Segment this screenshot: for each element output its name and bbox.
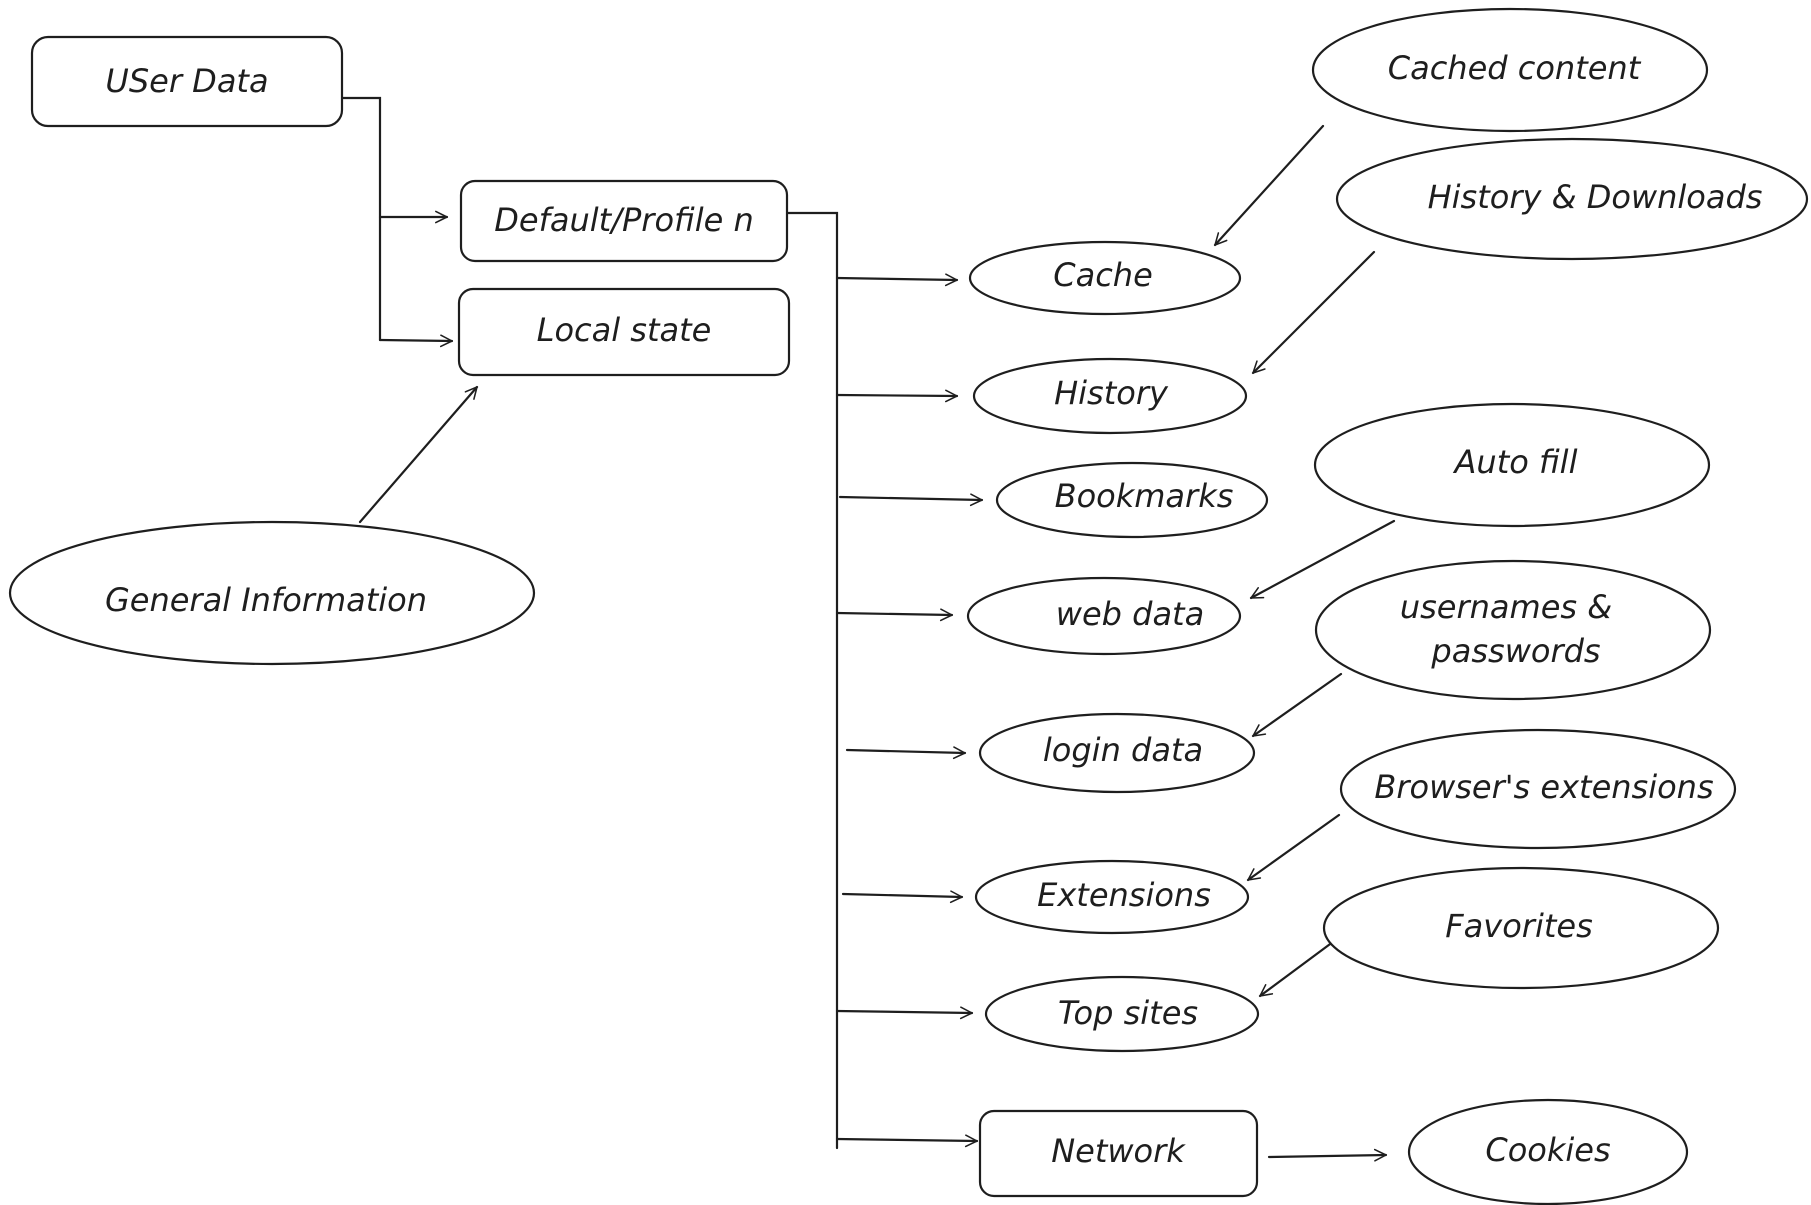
node-favorites-label: Favorites <box>1445 907 1592 945</box>
edge-default-profile-to-top-sites <box>835 1006 974 1020</box>
node-network: Network <box>978 1109 1259 1198</box>
node-browsers-extensions: Browser's extensions <box>1339 728 1737 850</box>
node-browsers-extensions-label: Browser's extensions <box>1374 768 1713 806</box>
edge-user-data-to-local-state <box>378 334 454 348</box>
node-favorites: Favorites <box>1322 866 1720 990</box>
node-web-data: web data <box>966 576 1242 656</box>
node-history-label: History <box>1054 374 1169 412</box>
node-cache-label: Cache <box>1053 256 1153 294</box>
edge-default-profile-to-history <box>835 389 959 403</box>
edge-default-profile-to-network <box>835 1134 979 1148</box>
node-history-downloads: History & Downloads <box>1335 137 1809 261</box>
node-history: History <box>972 357 1248 435</box>
node-extensions: Extensions <box>974 859 1250 935</box>
edge-usernames-passwords-to-login-data <box>1251 672 1343 738</box>
node-general-information-label: General Information <box>105 581 427 619</box>
node-top-sites: Top sites <box>984 975 1260 1053</box>
edge-default-profile-to-extensions <box>841 890 964 904</box>
node-general-information: General Information <box>8 520 536 666</box>
node-cookies-label: Cookies <box>1485 1131 1610 1169</box>
node-top-sites-label: Top sites <box>1058 994 1198 1032</box>
node-login-data-label: login data <box>1043 731 1203 769</box>
node-cache: Cache <box>968 240 1242 316</box>
edge-default-profile-to-login-data <box>845 746 967 760</box>
node-usernames-passwords: usernames & passwords <box>1314 559 1712 701</box>
node-cookies: Cookies <box>1407 1098 1689 1205</box>
node-auto-fill: Auto fill <box>1313 402 1711 528</box>
node-local-state-label: Local state <box>537 311 712 349</box>
node-local-state: Local state <box>457 287 791 377</box>
edge-general-information-to-local-state <box>358 385 479 524</box>
node-bookmarks: Bookmarks <box>995 461 1269 539</box>
node-network-label: Network <box>1051 1132 1186 1170</box>
node-auto-fill-label: Auto fill <box>1453 443 1578 481</box>
edge-cached-content-to-cache <box>1213 124 1325 247</box>
edge-network-to-cookies <box>1267 1148 1388 1162</box>
edge-default-profile-to-web-data <box>835 608 954 622</box>
edge-default-profile-trunk <box>786 211 839 1150</box>
node-bookmarks-label: Bookmarks <box>1055 477 1234 515</box>
node-user-data-label: USer Data <box>105 62 268 100</box>
node-usernames-passwords-label-line2: passwords <box>1430 632 1600 670</box>
node-history-downloads-label: History & Downloads <box>1428 178 1763 216</box>
edge-user-data-trunk <box>340 96 382 342</box>
node-extensions-label: Extensions <box>1037 876 1211 914</box>
edge-default-profile-to-bookmarks <box>838 493 984 507</box>
node-login-data: login data <box>978 712 1256 794</box>
node-default-profile: Default/Profile n <box>459 179 789 263</box>
node-cached-content: Cached content <box>1311 7 1709 133</box>
node-default-profile-label: Default/Profile n <box>494 201 753 239</box>
node-usernames-passwords-label-line1: usernames & <box>1400 588 1612 626</box>
edge-auto-fill-to-web-data <box>1249 519 1396 600</box>
node-user-data: USer Data <box>30 35 344 128</box>
edge-browsers-extensions-to-extensions <box>1246 813 1341 882</box>
node-cached-content-label: Cached content <box>1388 49 1642 87</box>
node-web-data-label: web data <box>1056 595 1204 633</box>
edge-history-downloads-to-history <box>1251 250 1376 375</box>
edge-default-profile-to-cache <box>835 273 959 287</box>
edges <box>340 96 1396 1162</box>
